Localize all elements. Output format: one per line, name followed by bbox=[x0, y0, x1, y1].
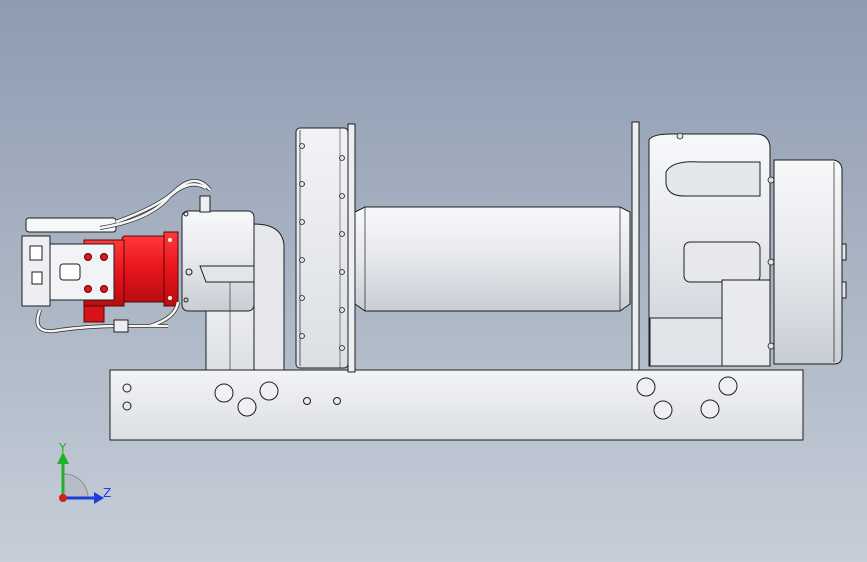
hose-fitting bbox=[113, 195, 211, 333]
hex-bolt bbox=[237, 397, 257, 417]
hydraulic-motor bbox=[83, 231, 179, 323]
gearbox-end-cap bbox=[773, 159, 847, 365]
mounting-hole bbox=[122, 401, 132, 411]
triad-x-axis bbox=[59, 494, 67, 502]
hex-bolt bbox=[214, 383, 234, 403]
valve-block bbox=[21, 217, 117, 307]
coordinate-triad: Y Z bbox=[57, 441, 111, 504]
left-support-housing bbox=[181, 210, 285, 371]
right-drum-flange bbox=[631, 121, 640, 371]
triad-arc bbox=[63, 473, 89, 499]
drum-barrel bbox=[354, 206, 631, 312]
triad-y-label: Y bbox=[58, 441, 67, 455]
triad-z-label: Z bbox=[103, 486, 111, 500]
hex-bolt bbox=[259, 381, 279, 401]
base-plate bbox=[109, 369, 804, 441]
hex-bolt bbox=[700, 399, 720, 419]
hex-bolt bbox=[653, 400, 673, 420]
mounting-hole bbox=[333, 397, 341, 405]
mounting-hole bbox=[122, 383, 132, 393]
left-drum-flange bbox=[295, 123, 356, 373]
flange-bolt-row bbox=[299, 143, 345, 351]
mounting-hole bbox=[303, 397, 311, 405]
hex-bolt bbox=[718, 376, 738, 396]
hex-bolt bbox=[636, 377, 656, 397]
gearbox-housing bbox=[648, 132, 775, 367]
